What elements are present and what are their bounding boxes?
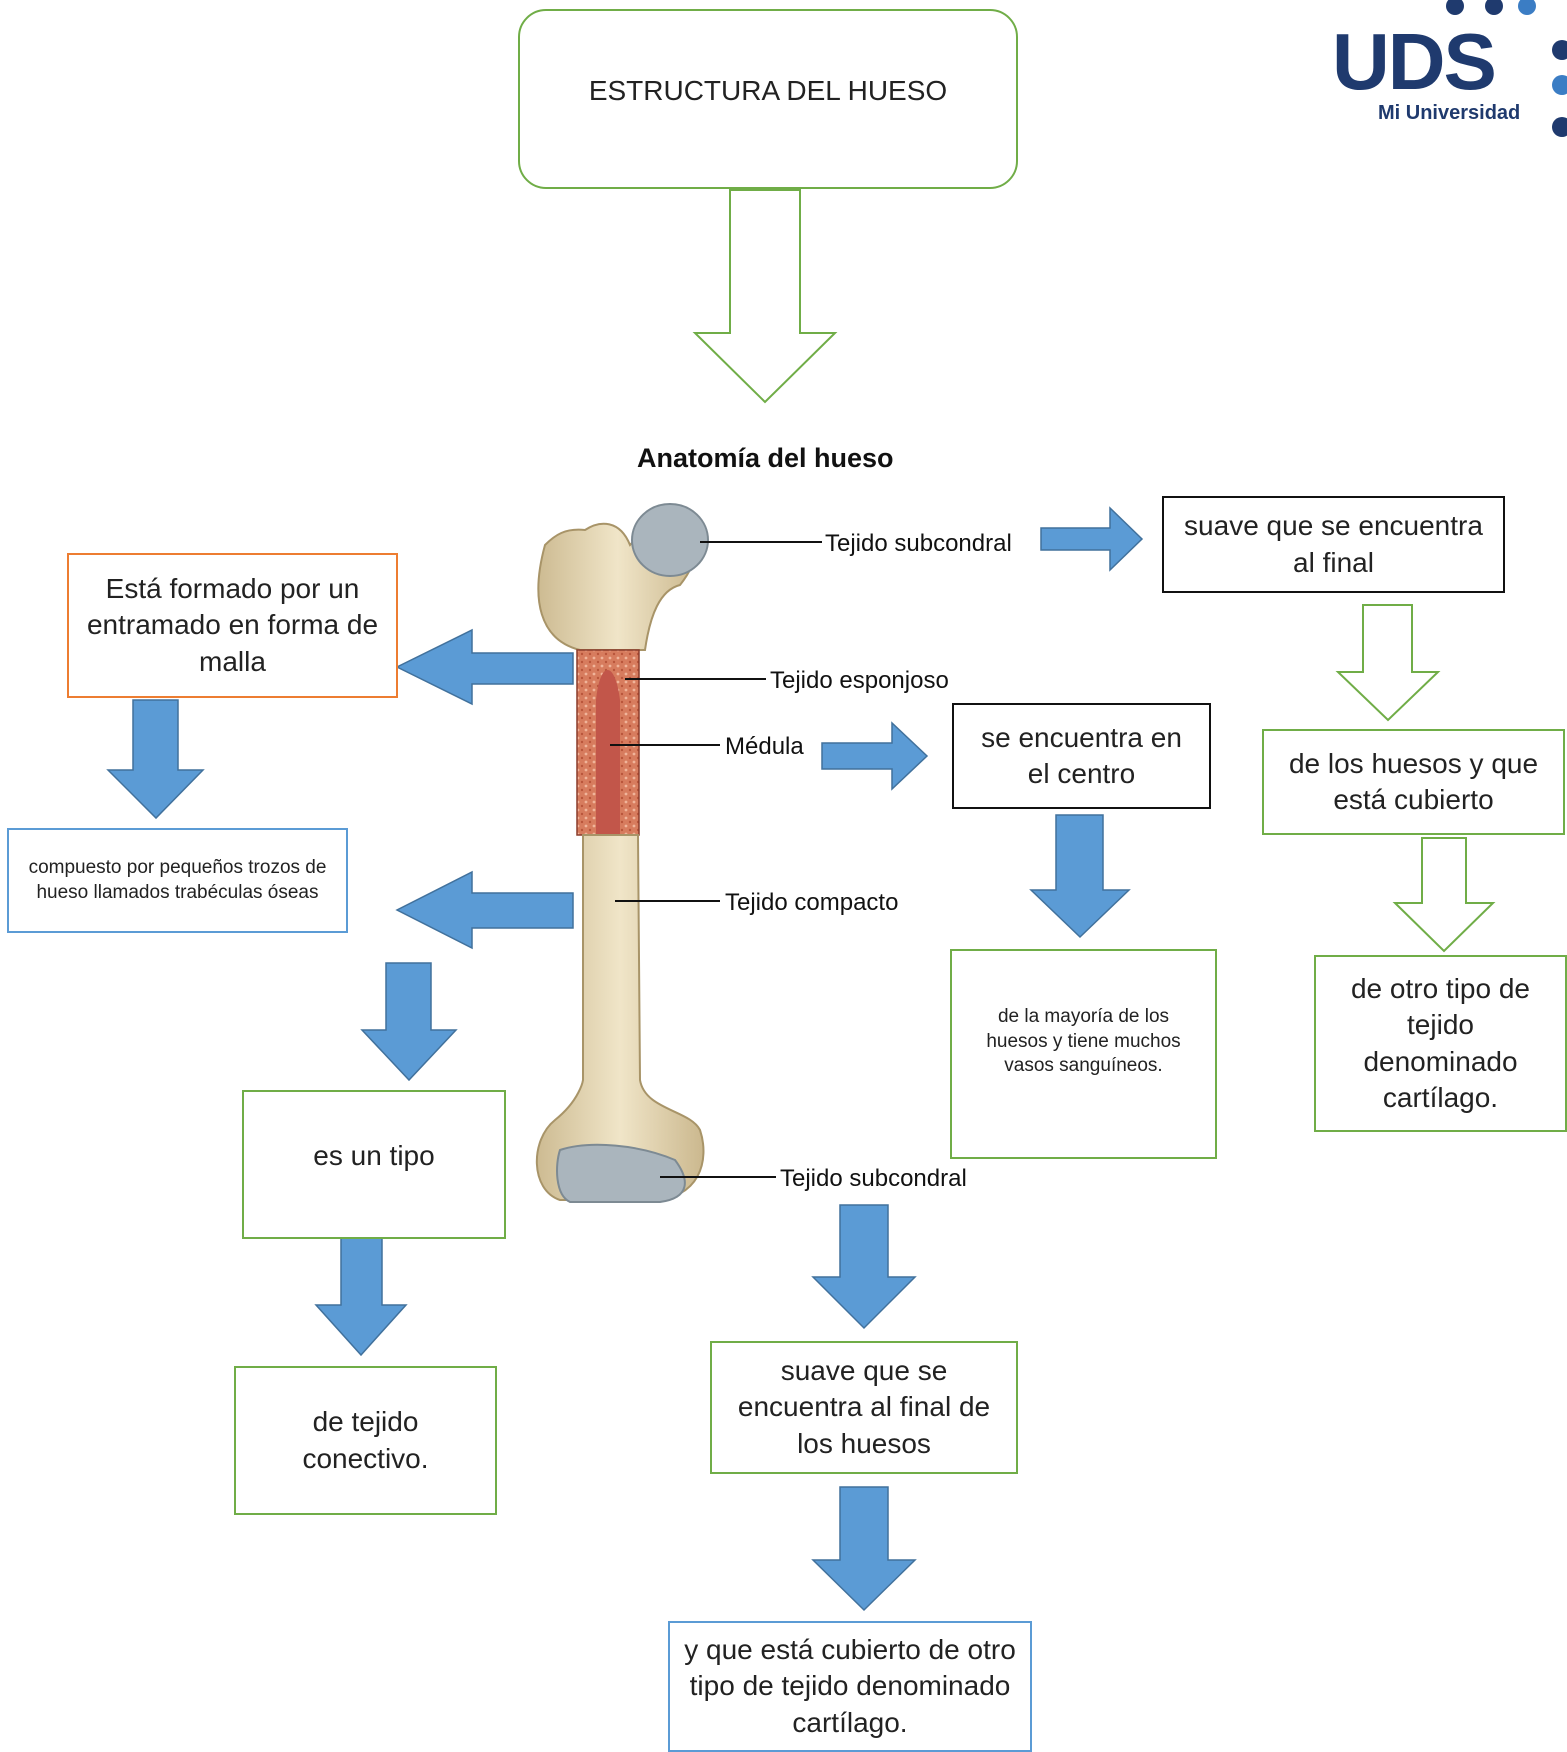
compact-box-1: es un tipo (242, 1090, 506, 1239)
label-spongy: Tejido esponjoso (770, 667, 949, 694)
anatomy-title: Anatomía del hueso (637, 443, 894, 473)
spongy-detail-box: compuesto por pequeños trozos de hueso l… (7, 828, 348, 933)
arrow-down-compact (360, 962, 458, 1082)
top-box-3: de otro tipo de tejido denominado cartíl… (1314, 955, 1567, 1132)
label-compact: Tejido compacto (725, 889, 898, 916)
logo-dots (1446, 0, 1567, 137)
arrow-down-subchondral-bottom (811, 1204, 917, 1330)
label-marrow: Médula (725, 733, 804, 760)
compact-text-2: de tejido conectivo. (302, 1406, 429, 1474)
arrow-down-top-2 (1392, 837, 1496, 953)
label-subchondral-bottom: Tejido subcondral (780, 1165, 967, 1192)
arrow-down-top-1 (1335, 604, 1441, 722)
femur-illustration (535, 503, 709, 1203)
marrow-detail-box: de la mayoría de los huesos y tiene much… (950, 949, 1217, 1159)
title-text: ESTRUCTURA DEL HUESO (588, 75, 948, 106)
logo-subtitle: Mi Universidad (1378, 102, 1521, 124)
arrow-left-spongy (395, 628, 574, 706)
bottom-box-2: y que está cubierto de otro tipo de teji… (668, 1621, 1032, 1752)
bottom-text-1: suave que se encuentra al final de los h… (737, 1354, 991, 1459)
arrow-right-marrow (821, 721, 929, 791)
logo: UDS Mi Universidad (1332, 22, 1532, 132)
compact-box-2: de tejido conectivo. (234, 1366, 497, 1515)
arrow-left-compact (395, 870, 574, 950)
marrow-detail-text: de la mayoría de los huesos y tiene much… (986, 1006, 1181, 1077)
top-text-1: suave que se encuentra al final (1184, 510, 1483, 578)
title-down-arrow (692, 189, 838, 404)
top-text-2: de los huesos y que está cubierto (1288, 747, 1539, 815)
label-subchondral-top: Tejido subcondral (825, 530, 1012, 557)
arrow-down-spongy (106, 699, 205, 820)
bottom-text-2: y que está cubierto de otro tipo de teji… (684, 1633, 1016, 1738)
spongy-desc-box: Está formado por un entramado en forma d… (67, 553, 398, 698)
arrow-right-subchondral (1040, 506, 1144, 572)
arrow-down-marrow (1029, 814, 1131, 939)
bottom-box-1: suave que se encuentra al final de los h… (710, 1341, 1018, 1474)
compact-text-1: es un tipo (313, 1140, 435, 1171)
title-box: ESTRUCTURA DEL HUESO (518, 9, 1018, 189)
arrow-down-tipo (314, 1237, 408, 1357)
marrow-desc-box: se encuentra en el centro (952, 703, 1211, 809)
logo-text: UDS (1332, 17, 1497, 106)
spongy-desc-text: Está formado por un entramado en forma d… (86, 572, 379, 677)
spongy-detail-text: compuesto por pequeños trozos de hueso l… (28, 856, 327, 903)
top-box-2: de los huesos y que está cubierto (1262, 729, 1565, 835)
top-text-3: de otro tipo de tejido denominado cartíl… (1350, 972, 1531, 1113)
marrow-desc-text: se encuentra en el centro (981, 721, 1182, 789)
top-box-1: suave que se encuentra al final (1162, 496, 1505, 593)
arrow-down-bottom-box (811, 1486, 917, 1612)
